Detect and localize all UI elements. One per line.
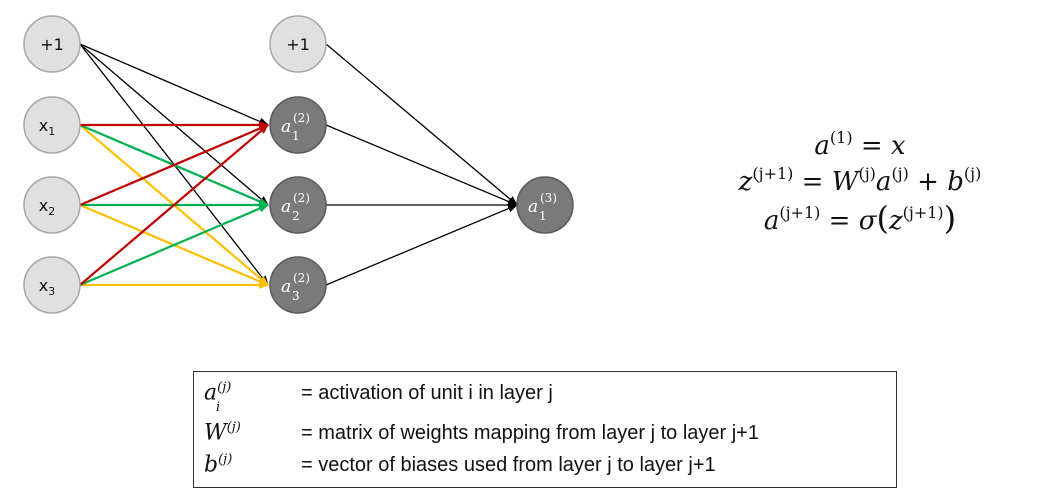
input-x2-label: x2: [39, 196, 55, 218]
hidden-a1-sub: 1: [292, 129, 300, 143]
hidden-bias-node: +1: [269, 15, 327, 73]
hidden-a2-sub: 2: [292, 209, 300, 223]
edge-a3-out: [325, 204, 518, 286]
hidden-a1-sup: (2): [293, 111, 310, 125]
equation-1: a(1) = x: [814, 128, 906, 162]
hidden-node-a1: a (2) 1: [269, 96, 327, 154]
forward-prop-equations: a(1) = x z(j+1) = W(j)a(j) + b(j) a(j+1)…: [700, 128, 1020, 239]
hidden-a3-sub: 3: [292, 289, 300, 303]
input-x3-label: x3: [39, 276, 55, 298]
hidden-a2-sup: (2): [293, 191, 310, 205]
hidden-a1-label: a: [281, 117, 291, 137]
hidden-bias-label: +1: [286, 35, 310, 54]
hidden-node-a2: a (2) 2: [269, 176, 327, 234]
output-node-a1: a (3) 1: [516, 176, 574, 234]
legend-definition-activation: = activation of unit i in layer j: [301, 382, 553, 404]
edge-bias1-a1: [79, 43, 269, 126]
input-node-x3: x3: [23, 256, 81, 314]
hidden-node-a3: a (2) 3: [269, 256, 327, 314]
notation-legend: a(j)i = activation of unit i in layer j …: [193, 371, 897, 488]
legend-symbol-W: W(j): [204, 420, 241, 446]
legend-definition-biases: = vector of biases used from layer j to …: [301, 454, 716, 476]
network-diagram: +1 x1 x2 x3 +1 a (2) 1 a (2) 2 a (2) 3 a…: [23, 15, 574, 314]
input-node-x2: x2: [23, 176, 81, 234]
input-node-x1: x1: [23, 96, 81, 154]
edge-x2-a1: [79, 123, 269, 207]
equation-2: z(j+1) = W(j)a(j) + b(j): [738, 164, 982, 198]
legend-row-activation: a(j)i = activation of unit i in layer j: [204, 380, 884, 415]
legend-symbol-b: b(j): [204, 452, 233, 478]
equation-3: a(j+1) = σ(z(j+1)): [763, 199, 957, 237]
legend-definition-weights: = matrix of weights mapping from layer j…: [301, 422, 759, 444]
legend-row-weights: W(j) = matrix of weights mapping from la…: [204, 420, 884, 448]
edges-to-unit-1: [79, 121, 269, 286]
hidden-a3-sup: (2): [293, 271, 310, 285]
edge-x3-a1: [79, 124, 269, 286]
hidden-a2-label: a: [281, 197, 291, 217]
edge-a1-out: [325, 124, 518, 206]
legend-row-biases: b(j) = vector of biases used from layer …: [204, 452, 884, 480]
input-bias-node: +1: [23, 15, 81, 73]
input-bias-label: +1: [40, 35, 64, 54]
edge-bias2-out: [325, 43, 518, 206]
edge-x3-a2: [79, 203, 269, 287]
edges-hidden-output: [325, 43, 518, 286]
output-a1-sup: (3): [540, 191, 557, 205]
output-a1-label: a: [528, 197, 538, 217]
input-x1-label: x1: [39, 116, 55, 138]
hidden-a3-label: a: [281, 277, 291, 297]
output-a1-sub: 1: [539, 209, 547, 223]
legend-symbol-a: a(j)i: [204, 380, 232, 415]
